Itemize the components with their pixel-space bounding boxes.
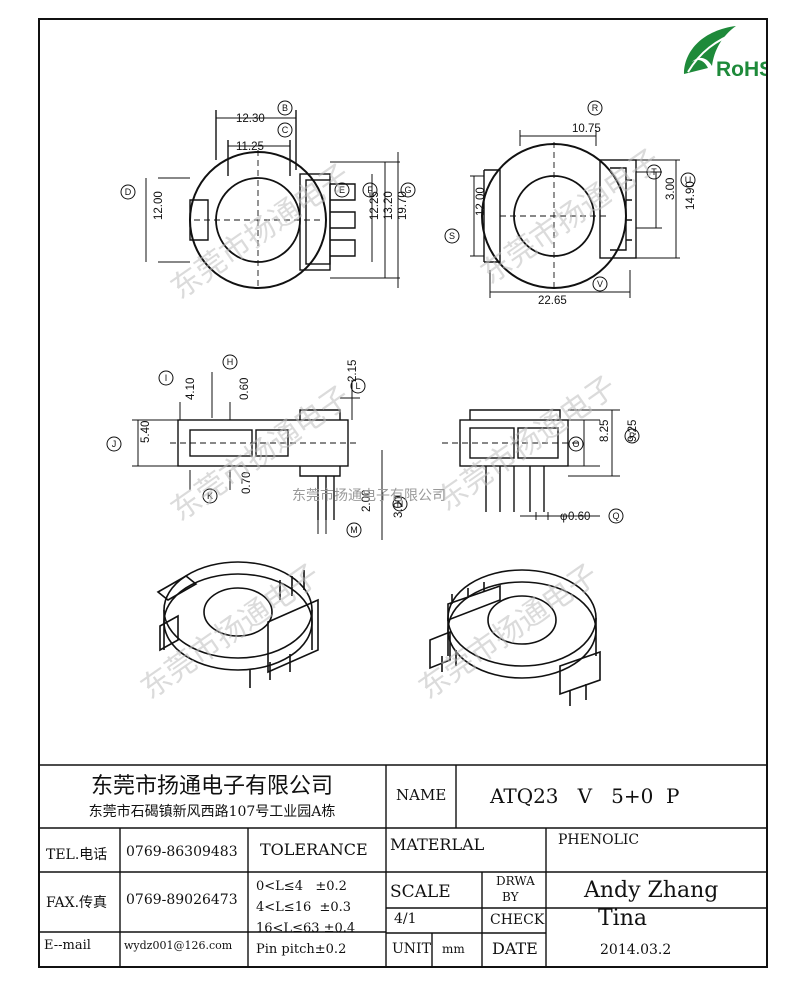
rohs-logo: RoHS	[684, 26, 766, 81]
dim-label: 12.00	[153, 191, 165, 220]
callout-tag: S	[449, 231, 455, 241]
dim-label: 3.00	[393, 496, 405, 518]
dim-label: 5.40	[140, 421, 152, 443]
drwa-label: DRWA	[496, 874, 535, 888]
checked-by: Tina	[598, 906, 647, 931]
dim-label: 0.70	[241, 472, 253, 494]
tolerance-label: TOLERANCE	[260, 840, 368, 859]
side-left-view	[132, 372, 383, 540]
tolerance-row-2: 4<L≤16 ±0.3	[256, 900, 352, 915]
watermark-center: 东莞市扬通电子有限公司	[292, 487, 446, 504]
callout-tag: D	[125, 187, 132, 197]
tolerance-row-4: Pin pitch±0.2	[256, 942, 347, 957]
dim-label: 0.60	[568, 511, 590, 523]
callout-tag: H	[227, 357, 234, 367]
technical-drawing: 12.30 11.25 12.00 12.25 13.20 19.70 10.7…	[106, 100, 697, 707]
tel-label: TEL.电话	[46, 847, 108, 863]
material-label: MATERLAL	[390, 835, 485, 854]
callout-tag: M	[350, 525, 358, 535]
callout-tag: G	[404, 185, 411, 195]
callout-tag: L	[355, 381, 360, 391]
dim-label: 22.65	[538, 295, 567, 307]
dim-label: 12.25	[369, 191, 381, 220]
email-value: wydz001@126.com	[124, 939, 233, 952]
fax-value: 0769-89026473	[126, 892, 238, 908]
callout-tag: R	[592, 103, 599, 113]
top-right-view	[470, 130, 680, 298]
callout-tag: F	[367, 185, 373, 195]
dim-label: 2.00	[361, 490, 373, 512]
dim-label: 9.25	[627, 420, 639, 442]
callout-tag: Q	[612, 511, 619, 521]
material-value: PHENOLIC	[558, 832, 640, 848]
callout-tag: C	[282, 125, 289, 135]
fax-label: FAX.传真	[46, 895, 108, 911]
iso-view-right	[429, 569, 601, 706]
dim-label: 14.90	[685, 181, 697, 210]
company-address: 东莞市石碣镇新风西路107号工业园A栋	[88, 804, 336, 820]
callout-tag: N	[397, 499, 404, 509]
rohs-text: RoHS	[716, 58, 766, 81]
dim-label: 11.25	[236, 141, 264, 153]
sheet-border	[38, 18, 768, 968]
dim-label: 8.25	[599, 420, 611, 442]
callout-tag: V	[597, 279, 603, 289]
unit-value: mm	[442, 942, 465, 956]
dim-label: 12.00	[475, 187, 487, 216]
callout-tag: O	[572, 439, 579, 449]
callout-tag: U	[685, 175, 692, 185]
callout-tag: E	[339, 185, 345, 195]
dim-label: 4.10	[185, 378, 197, 400]
top-left-view	[145, 110, 400, 290]
company-name: 东莞市扬通电子有限公司	[90, 774, 333, 799]
side-right-view	[442, 409, 620, 520]
phi-symbol: φ	[560, 511, 567, 523]
callout-tag: J	[112, 439, 117, 449]
callout-tag: K	[207, 491, 213, 501]
iso-view-left	[156, 561, 319, 688]
drawn-by: Andy Zhang	[584, 878, 719, 903]
callout-tag: B	[282, 103, 288, 113]
unit-label: UNIT	[392, 941, 431, 957]
tolerance-row-1: 0<L≤4 ±0.2	[256, 879, 347, 894]
dim-label: 10.75	[572, 123, 601, 135]
tolerance-row-3: 16<L≤63 ±0.4	[256, 921, 356, 936]
callout-tag: T	[651, 167, 657, 177]
check-label: CHECK	[490, 912, 545, 928]
dim-label: 13.20	[383, 191, 395, 220]
scale-value: 4/1	[394, 911, 417, 927]
dim-label: 12.30	[236, 113, 265, 125]
dim-label: 2.15	[347, 360, 359, 382]
callout-tag: P	[629, 431, 635, 441]
part-number: ATQ23 V 5+0 P	[490, 784, 680, 808]
callout-tag: I	[165, 373, 168, 383]
by-label: BY	[502, 890, 519, 904]
dim-label: 19.70	[397, 191, 409, 220]
dim-label: 3.00	[665, 178, 677, 200]
date-value: 2014.03.2	[600, 942, 672, 958]
scale-label: SCALE	[390, 882, 451, 902]
name-label: NAME	[396, 786, 447, 804]
date-label: DATE	[492, 939, 538, 958]
email-label: E--mail	[44, 938, 91, 953]
dim-label: 0.60	[239, 378, 251, 400]
tel-value: 0769-86309483	[126, 844, 238, 860]
